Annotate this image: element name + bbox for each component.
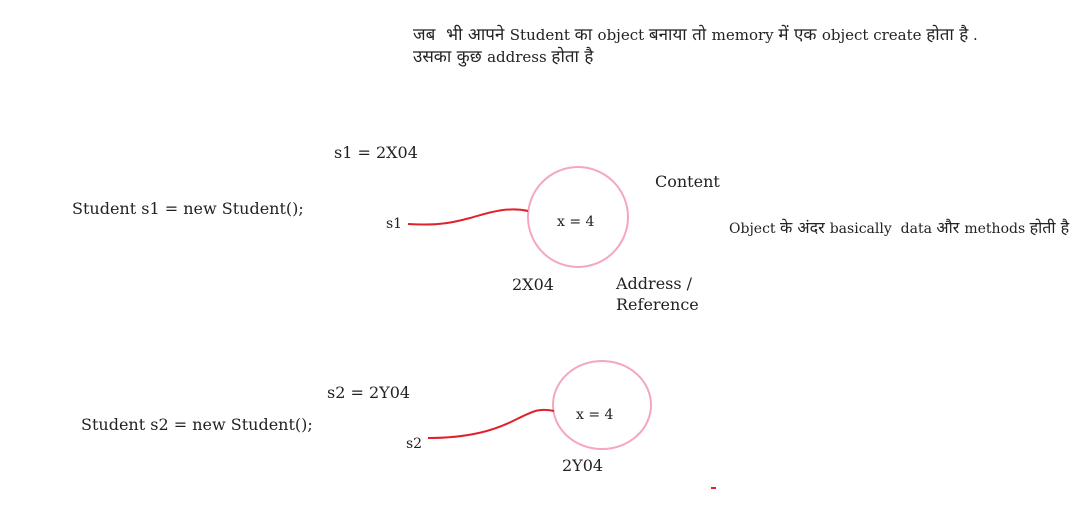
object-explanation: Object के अंदर basically data और methods… <box>729 218 1070 237</box>
hindi-text-segment: के अंदर <box>779 218 830 237</box>
hindi-text-segment: उसका कुछ <box>413 47 488 67</box>
hindi-text-segment: बनाया तो <box>648 25 712 45</box>
english-text-segment: object <box>597 26 649 44</box>
s1-variable-label: s1 <box>386 216 403 232</box>
object1-address: 2X04 <box>512 275 554 294</box>
content-label: Content <box>655 172 720 191</box>
english-text-segment: memory <box>711 26 779 44</box>
s1-ref-value: s1 = 2X04 <box>334 143 418 162</box>
english-text-segment: basically data <box>829 221 937 237</box>
note-line-2: उसका कुछ address होता है <box>413 49 593 66</box>
object1-circle <box>527 166 629 268</box>
hindi-text-segment: में एक <box>778 25 822 45</box>
english-text-segment: Object <box>729 221 780 237</box>
s1-pointer-line <box>407 208 529 226</box>
english-text-segment: address <box>487 48 552 66</box>
object2-field: x = 4 <box>576 407 614 423</box>
s2-ref-value: s2 = 2Y04 <box>327 383 411 402</box>
address-label-line-2: Reference <box>616 295 699 314</box>
object2-circle <box>552 360 652 450</box>
hindi-text-segment: होती है <box>1029 218 1070 237</box>
note-line-1: जब भी आपने Student का object बनाया तो me… <box>413 27 978 44</box>
english-text-segment: methods <box>964 221 1030 237</box>
hindi-text-segment: का <box>574 25 598 45</box>
s1-declaration: Student s1 = new Student(); <box>72 199 304 218</box>
hindi-text-segment: होता है <box>926 25 969 45</box>
hindi-text-segment: जब भी आपने <box>413 25 510 45</box>
object2-address: 2Y04 <box>562 456 604 475</box>
address-label-line-1: Address / <box>616 274 693 293</box>
english-text-segment: . <box>968 26 978 44</box>
english-text-segment: object create <box>821 26 927 44</box>
s2-variable-label: s2 <box>406 436 423 452</box>
hindi-text-segment: होता है <box>551 47 594 67</box>
hindi-text-segment: और <box>936 218 965 237</box>
s2-declaration: Student s2 = new Student(); <box>81 415 313 434</box>
s2-pointer-line <box>427 408 555 439</box>
english-text-segment: Student <box>509 26 575 44</box>
object1-field: x = 4 <box>557 214 595 230</box>
